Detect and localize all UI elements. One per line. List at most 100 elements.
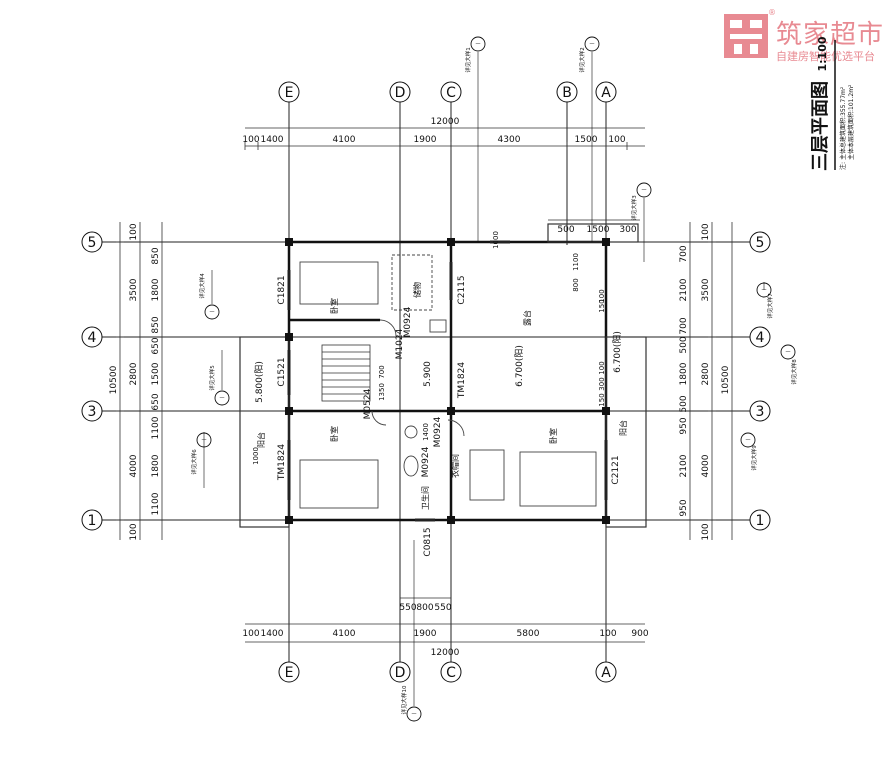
dim-left-d7: 1800 [151,454,161,477]
dim-left-4: 100 [129,523,139,540]
dim-bottom-5: 100 [599,629,616,639]
detail-sheet-9: 一 [745,438,750,444]
dim-right-d2: 700 [679,317,689,334]
dim-balcony-0: 500 [557,225,574,235]
dim-left-d3: 650 [151,337,161,354]
axis-label-c-bottom: C [446,665,456,681]
drawing-scale: 1:100 [816,36,829,71]
dim-right-3: 4000 [701,454,711,477]
dim-misc-9: 150 [598,393,606,406]
axis-label-5: 5 [88,235,97,251]
detail-sheet-10: 一 [411,712,416,718]
axis-label-d: D [395,85,406,101]
dim-right-4: 100 [701,523,711,540]
dim-total-bottom: 12000 [431,648,460,658]
bed-southwest [299,459,379,509]
dim-right-d6: 950 [679,417,689,434]
dim-left-d8: 1100 [151,492,161,515]
room-wardrobe: 衣帽间 [450,454,460,478]
dim-right-d8: 950 [679,499,689,516]
note-prefix: 注: [839,162,847,170]
detail-sheet-2: 一 [589,42,594,48]
logo-mark-icon [724,14,768,58]
level-5800: 5.800(阳) [254,361,265,403]
dim-misc-8: 100 [598,361,606,374]
brand-logo: ® 筑家超市 自建房智能优选平台 [722,6,892,66]
dim-total-top: 12000 [431,117,460,127]
washbasin [404,425,418,439]
door-m0924-b: M0924 [433,416,443,447]
axis-label-4: 4 [88,330,97,346]
detail-label-2: 详见大样2 [578,47,586,73]
window-c2121: C2121 [611,455,621,484]
balcony-east [605,336,647,528]
detail-label-10: 详见大样10 [400,685,408,714]
dim-left-2: 2800 [129,362,139,385]
dim-right-d7: 2100 [679,454,689,477]
dim-misc-6: 700 [378,365,386,378]
dim-bottom-0: 100 [242,629,259,639]
dim-bottom-detail-2: 550 [434,603,451,613]
detail-label-9: 详见大样9 [750,445,758,471]
dim-top-6: 100 [608,135,625,145]
detail-label-1: 详见大样1 [464,47,472,73]
dim-left-d2: 850 [151,316,161,333]
room-bedroom-north: 卧室 [329,298,339,314]
detail-label-8: 详见大样8 [790,359,798,385]
detail-sheet-7: 一 [761,288,766,294]
dim-right-d0: 700 [679,245,689,262]
bed-southeast [519,451,597,507]
balcony-top [547,223,639,243]
dim-left-1: 3500 [129,278,139,301]
axis-label-d-bottom: D [395,665,406,681]
detail-label-6: 详见大样6 [190,449,198,475]
dim-bottom-3: 1900 [414,629,437,639]
axis-label-5-right: 5 [756,235,765,251]
level-6700-a: 6.700(阳) [514,345,525,387]
detail-sheet-6: 一 [201,438,206,444]
dim-misc-7: 300 [598,377,606,390]
dim-right-2: 2800 [701,362,711,385]
level-5900: 5.900 [423,361,433,387]
dim-bottom-1: 1400 [261,629,284,639]
dim-misc-0: 1100 [572,253,580,271]
door-m0924-c: M0924 [421,446,431,477]
detail-sheet-3: 一 [641,188,646,194]
dim-total-right: 10500 [721,365,731,394]
dim-top-2: 4100 [333,135,356,145]
detail-label-7: 详见大样7 [766,293,774,319]
axis-label-c: C [446,85,456,101]
dim-bottom-detail-1: 800 [416,603,433,613]
room-terrace: 露台 [522,310,532,326]
logo-title: 筑家超市 [776,20,885,50]
note-line-2: 主体本层建筑面积:101.2m² [847,84,855,160]
dim-left-d6: 1100 [151,416,161,439]
room-storage: 储物 [412,282,422,298]
window-c2115: C2115 [457,275,467,304]
room-bedroom-southwest: 卧室 [329,426,339,442]
door-m0924-a: M0924 [403,306,413,337]
room-balcony-west: 阳台 [256,432,266,448]
dim-right-d1: 2100 [679,278,689,301]
dim-left-3: 4000 [129,454,139,477]
dim-balcony-2: 300 [619,225,636,235]
axis-label-4-right: 4 [756,330,765,346]
sliding-door-tm1824-a: TM1824 [277,444,287,481]
dim-misc-5: 1350 [378,383,386,401]
dim-left-d0: 850 [151,247,161,264]
dim-total-left: 10500 [109,365,119,394]
door-m1024: M1024 [395,328,405,359]
axis-label-a: A [601,85,611,101]
axis-label-3-right: 3 [756,404,765,420]
dim-bottom-detail-0: 550 [399,603,416,613]
detail-sheet-5: 一 [219,396,224,402]
dim-misc-11: 1000 [252,447,260,465]
axis-label-1-right: 1 [756,513,765,529]
axis-label-e: E [285,85,294,101]
dim-misc-3: 150 [598,299,606,312]
door-m0524: M0524 [363,388,373,419]
sliding-door-tm1824-b: TM1824 [457,362,467,399]
dim-bottom-6: 900 [631,629,648,639]
room-balcony-east: 阳台 [618,420,628,436]
dim-right-0: 100 [701,223,711,240]
